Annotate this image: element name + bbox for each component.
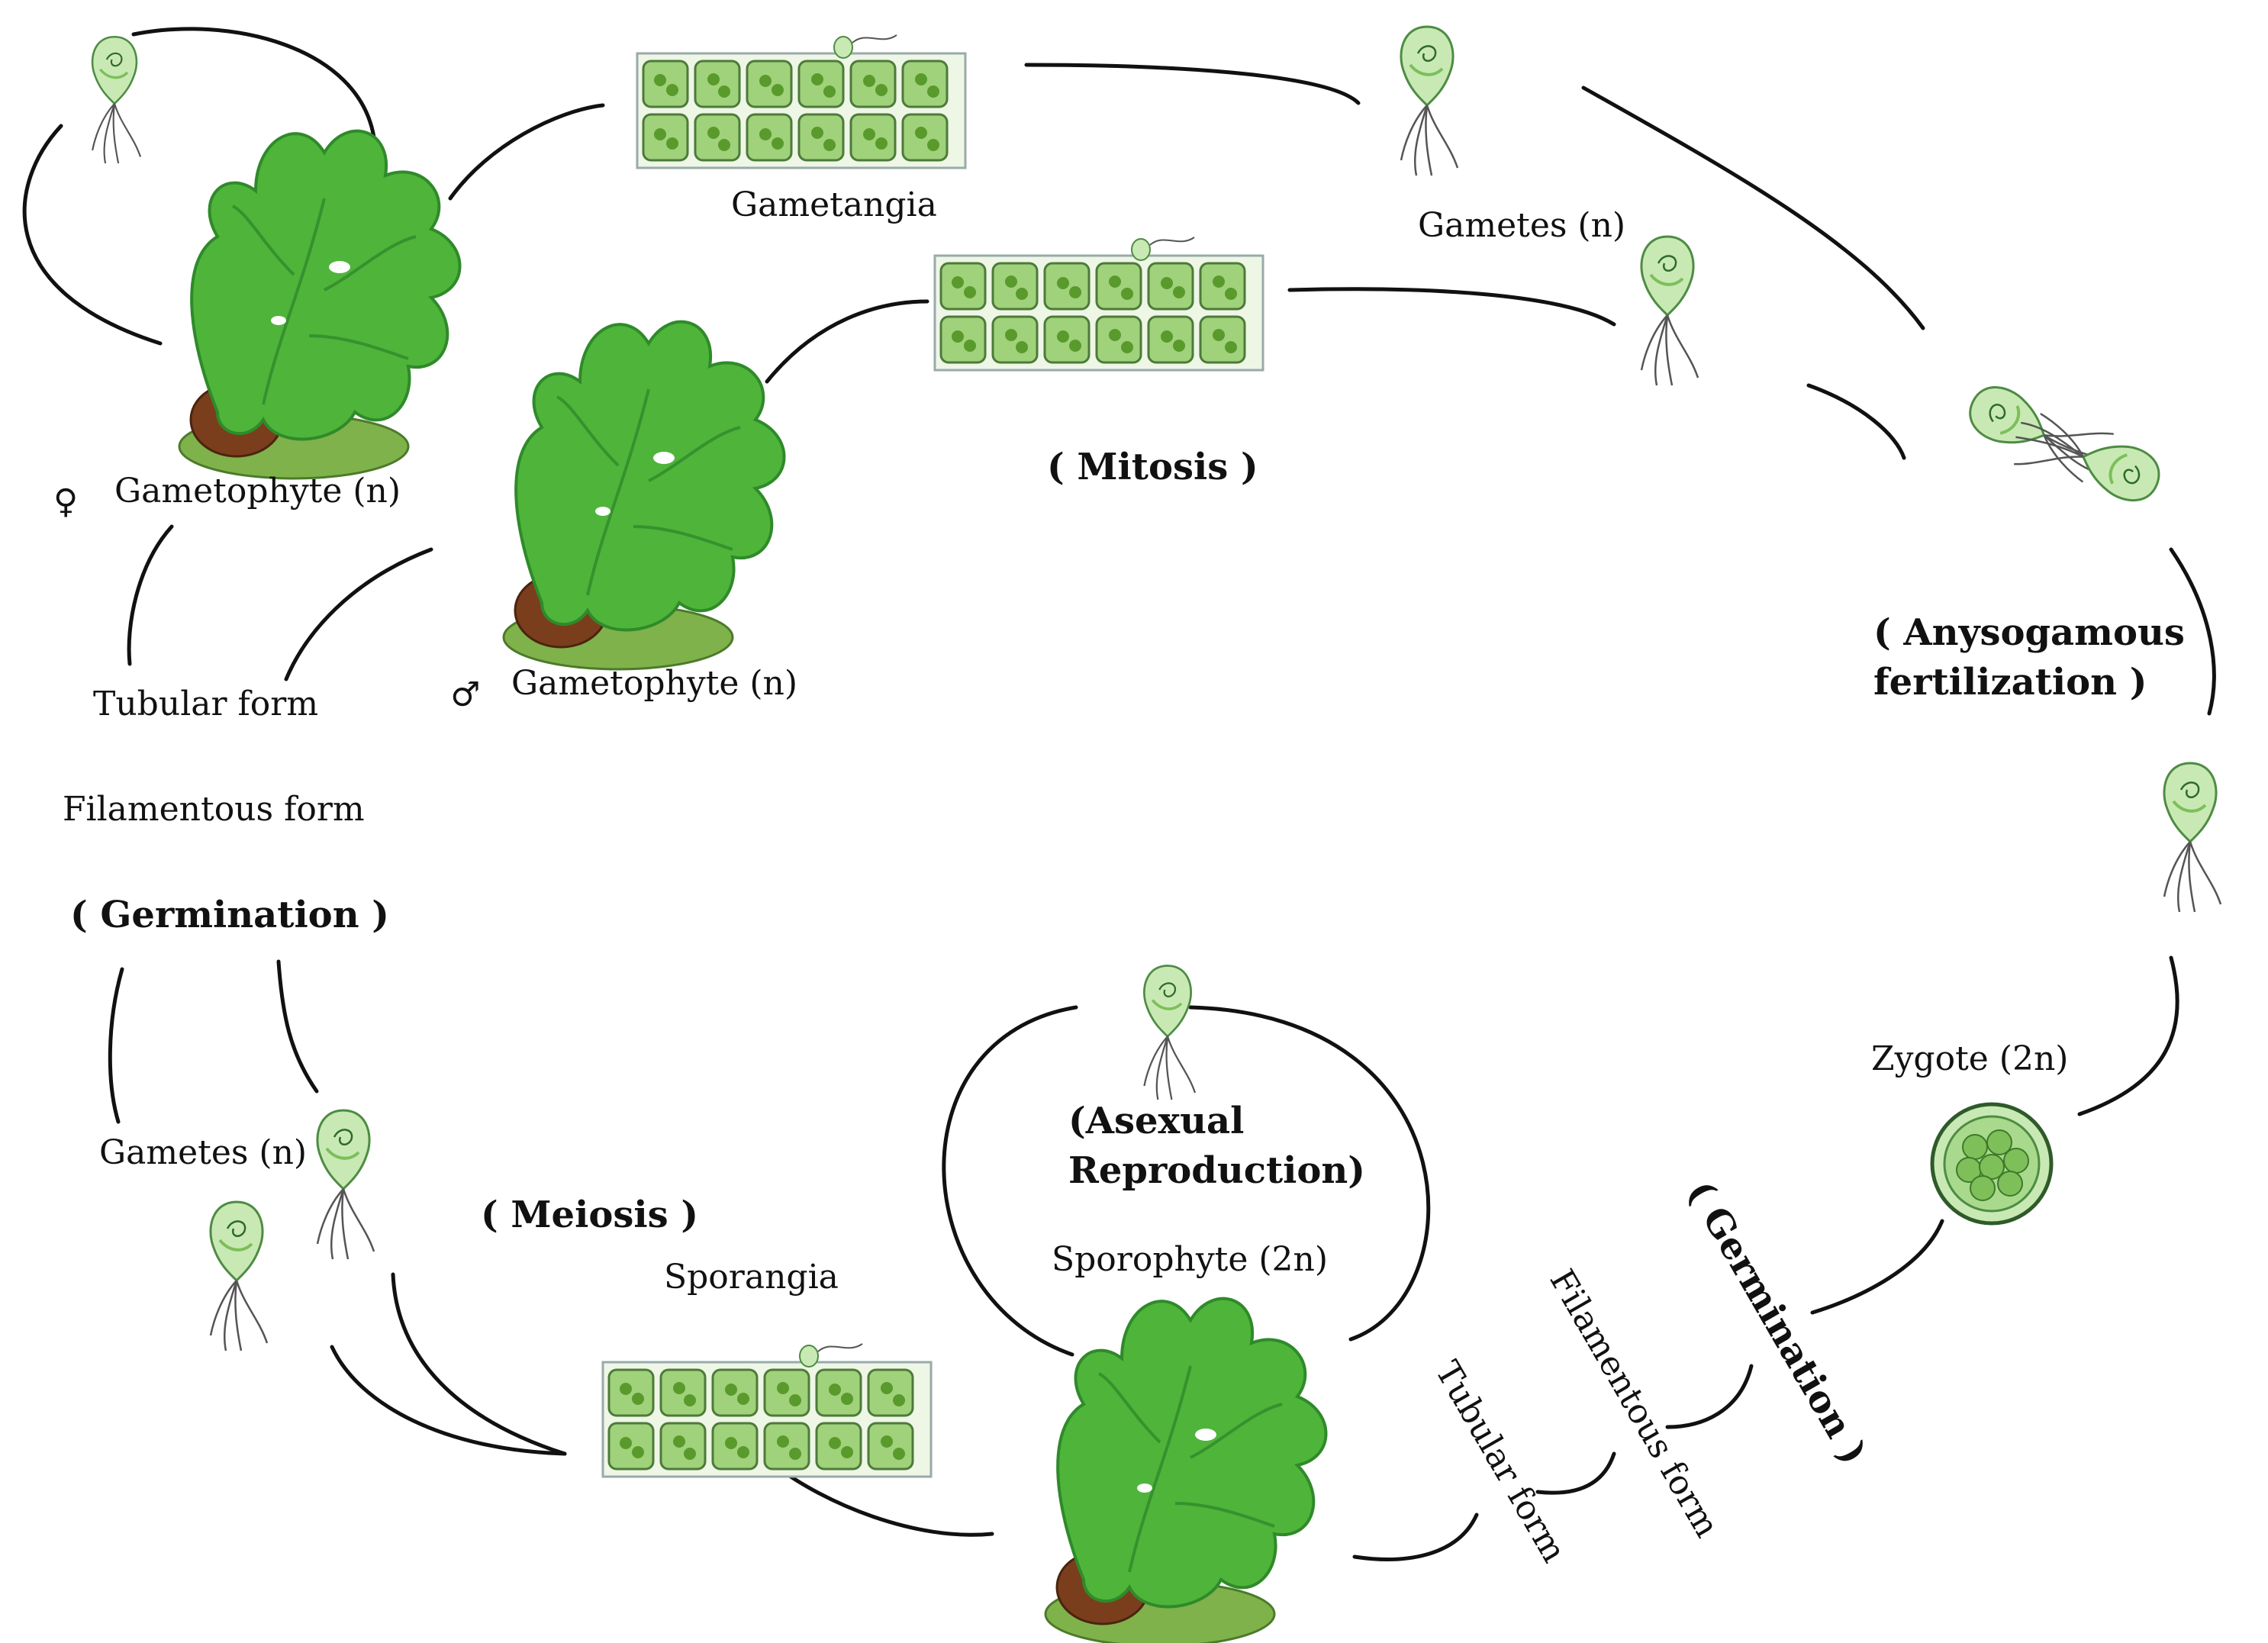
- arc-gametangia-to-gametes: [1024, 63, 1361, 105]
- gametangia-strip-middle: [933, 236, 1264, 372]
- arc-sporophyte-to-sporangia: [772, 1463, 994, 1537]
- arc-germination-left-b: [276, 959, 319, 1094]
- male-gametophyte-label: Gametophyte (n): [511, 664, 797, 703]
- sporangia-label: Sporangia: [664, 1258, 839, 1297]
- male-gametophyte-thallus: [502, 320, 786, 671]
- arc-tubular-to-sporophyte: [1352, 1513, 1479, 1561]
- asexual-label-line2: Reproduction): [1068, 1149, 1365, 1192]
- tubular-form-right-label: Tubular form: [1427, 1355, 1574, 1569]
- germination-left-label: ( Germination ): [70, 894, 389, 936]
- female-symbol: ♀: [53, 482, 78, 521]
- gametangia-label: Gametangia: [731, 185, 937, 224]
- fusing-gametes-icon: [1960, 372, 2168, 514]
- arc-zygote-to-germination: [1810, 1219, 1944, 1315]
- arc-female-loop-top: [131, 27, 376, 140]
- zygote-label: Zygote (2n): [1871, 1039, 2068, 1078]
- female-gametophyte-thallus: [178, 129, 462, 480]
- arc-sporangia-to-gamete-a: [391, 1272, 567, 1456]
- gametes-top-label: Gametes (n): [1418, 206, 1625, 245]
- gamete-left-upper: [315, 1109, 375, 1261]
- fertilization-label-line1: ( Anysogamous: [1873, 611, 2185, 654]
- mitosis-label: ( Mitosis ): [1047, 446, 1258, 488]
- filamentous-form-right-label: Filamentous form: [1542, 1263, 1726, 1544]
- arc-tubular-left-female: [127, 524, 174, 666]
- arc-fusion-to-gamete: [2169, 547, 2216, 716]
- arc-germination-left-a: [108, 967, 124, 1124]
- arc-gamete-to-zygote: [2077, 955, 2179, 1116]
- arc-gametes-to-fusion: [1581, 85, 1925, 330]
- arc-female-loop-left: [22, 124, 163, 346]
- arc-asexual-left: [942, 1005, 1078, 1357]
- cycle-arcs: [22, 27, 2216, 1561]
- arc-sporangia-to-gamete-b: [330, 1345, 567, 1456]
- female-gametophyte-label: Gametophyte (n): [114, 472, 401, 511]
- arc-asexual-right: [1188, 1005, 1431, 1342]
- meiosis-label: ( Meiosis ): [481, 1194, 698, 1236]
- male-symbol: ♂: [450, 675, 480, 714]
- filamentous-form-left-label: Filamentous form: [63, 790, 365, 829]
- fertilization-label-line2: fertilization ): [1873, 661, 2147, 704]
- gametes-left-label: Gametes (n): [99, 1133, 307, 1172]
- gamete-top-right: [1399, 25, 1459, 177]
- arc-gametangia2-to-gametes: [1287, 287, 1616, 327]
- gamete-asexual: [1142, 964, 1197, 1101]
- arc-female-to-gametangia: [448, 103, 605, 201]
- germination-right-label: ( Germination ): [1679, 1174, 1876, 1471]
- zygote-cell-icon: [1930, 1102, 2054, 1226]
- gamete-middle-right: [1639, 235, 1699, 387]
- gametangia-strip-top: [636, 34, 967, 169]
- arc-gametes2-to-fusion: [1806, 383, 1906, 460]
- sporophyte-label: Sporophyte (2n): [1052, 1240, 1328, 1279]
- asexual-label-line1: (Asexual: [1068, 1100, 1244, 1142]
- gamete-left-lower: [208, 1200, 269, 1352]
- gamete-right-column: [2162, 762, 2222, 913]
- arc-germination-to-filamentous: [1665, 1364, 1754, 1429]
- gamete-female-loop: [91, 35, 142, 165]
- arc-tubular-left-male: [284, 547, 433, 681]
- arc-male-to-gametangia2: [765, 299, 929, 384]
- sporangia-strip: [601, 1342, 933, 1478]
- arc-filamentous-to-tubular: [1535, 1451, 1616, 1495]
- sporophyte-thallus: [1044, 1297, 1328, 1643]
- tubular-form-left-label: Tubular form: [93, 685, 318, 723]
